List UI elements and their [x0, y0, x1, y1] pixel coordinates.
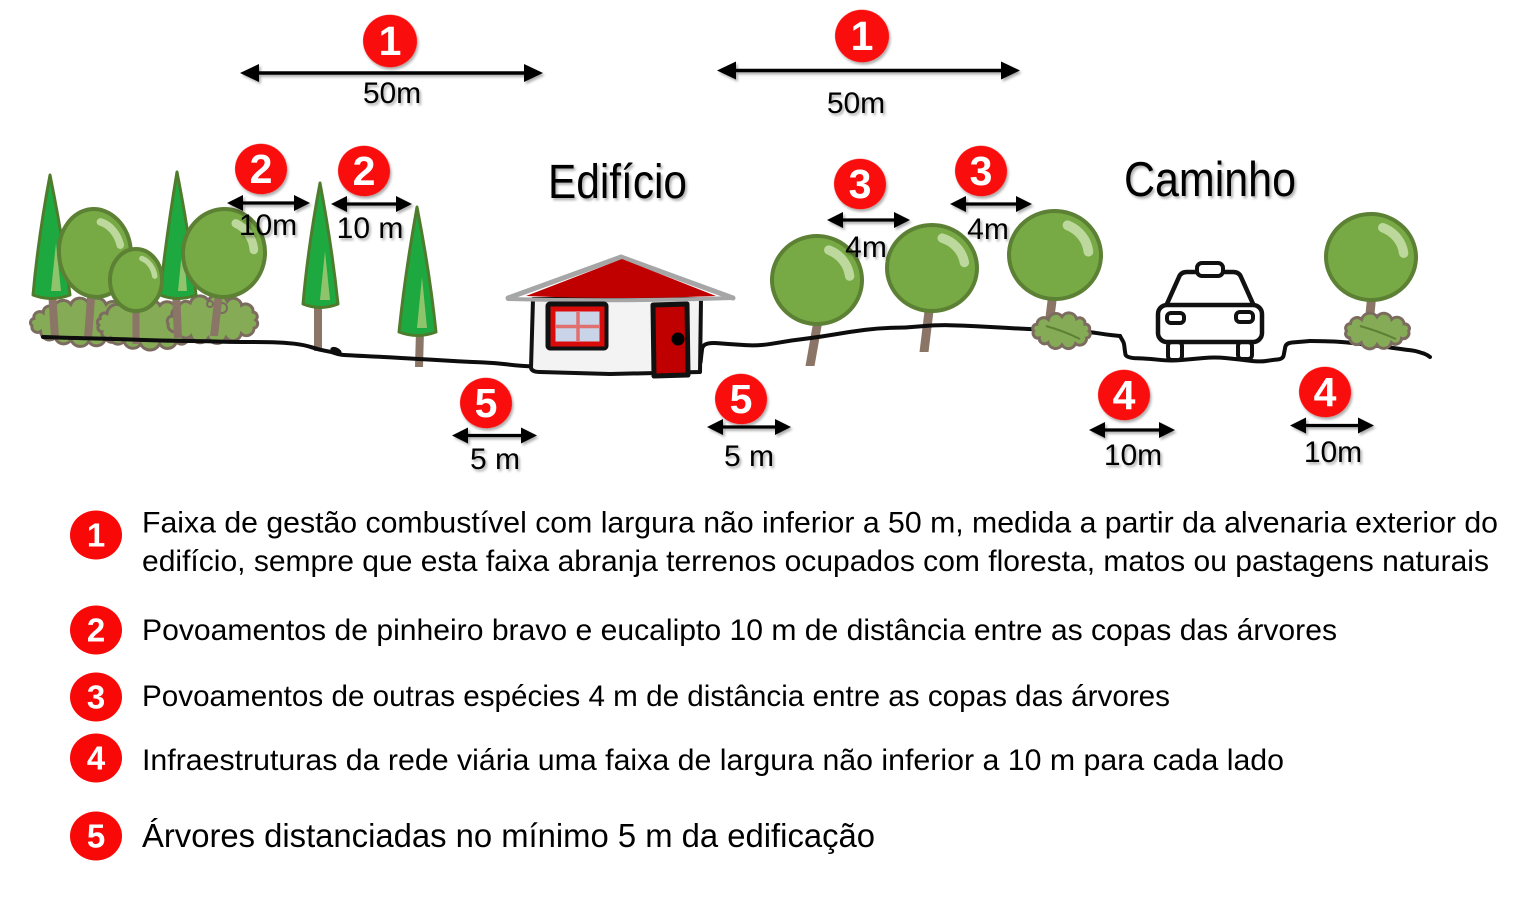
svg-text:2: 2: [353, 148, 376, 194]
svg-text:1: 1: [851, 13, 874, 59]
svg-text:Faixa de gestão combustível co: Faixa de gestão combustível com largura …: [142, 507, 1498, 540]
svg-text:Povoamentos de outras espécies: Povoamentos de outras espécies 4 m de di…: [142, 680, 1170, 713]
svg-text:4: 4: [1113, 372, 1136, 418]
svg-text:5: 5: [730, 376, 753, 422]
svg-text:5: 5: [475, 380, 498, 426]
svg-text:Povoamentos de pinheiro bravo: Povoamentos de pinheiro bravo e eucalipt…: [142, 614, 1337, 647]
svg-text:5: 5: [87, 818, 105, 855]
svg-text:1: 1: [379, 18, 402, 64]
svg-text:50m: 50m: [363, 77, 421, 110]
svg-text:Árvores distanciadas no mínimo: Árvores distanciadas no mínimo 5 m da ed…: [142, 817, 875, 854]
svg-text:Edifício: Edifício: [548, 156, 687, 209]
svg-text:5 m: 5 m: [470, 443, 520, 476]
svg-text:3: 3: [849, 161, 872, 207]
svg-text:3: 3: [970, 148, 993, 194]
svg-text:4: 4: [87, 740, 106, 777]
svg-text:3: 3: [87, 679, 105, 716]
svg-text:10m: 10m: [239, 209, 297, 242]
svg-text:4m: 4m: [845, 231, 887, 264]
svg-text:4: 4: [1314, 369, 1337, 415]
svg-text:10 m: 10 m: [337, 212, 404, 245]
svg-text:5 m: 5 m: [724, 440, 774, 473]
svg-text:Infraestruturas da rede viária: Infraestruturas da rede viária uma faixa…: [142, 744, 1284, 777]
svg-text:10m: 10m: [1104, 439, 1162, 472]
svg-text:4m: 4m: [967, 213, 1009, 246]
svg-text:1: 1: [87, 517, 105, 554]
svg-text:Caminho: Caminho: [1124, 153, 1296, 207]
svg-text:10m: 10m: [1304, 436, 1362, 469]
svg-text:50m: 50m: [827, 87, 885, 120]
svg-text:edifício, sempre que esta faix: edifício, sempre que esta faixa abranja …: [142, 545, 1489, 578]
svg-text:2: 2: [250, 146, 273, 192]
svg-text:2: 2: [87, 612, 105, 649]
